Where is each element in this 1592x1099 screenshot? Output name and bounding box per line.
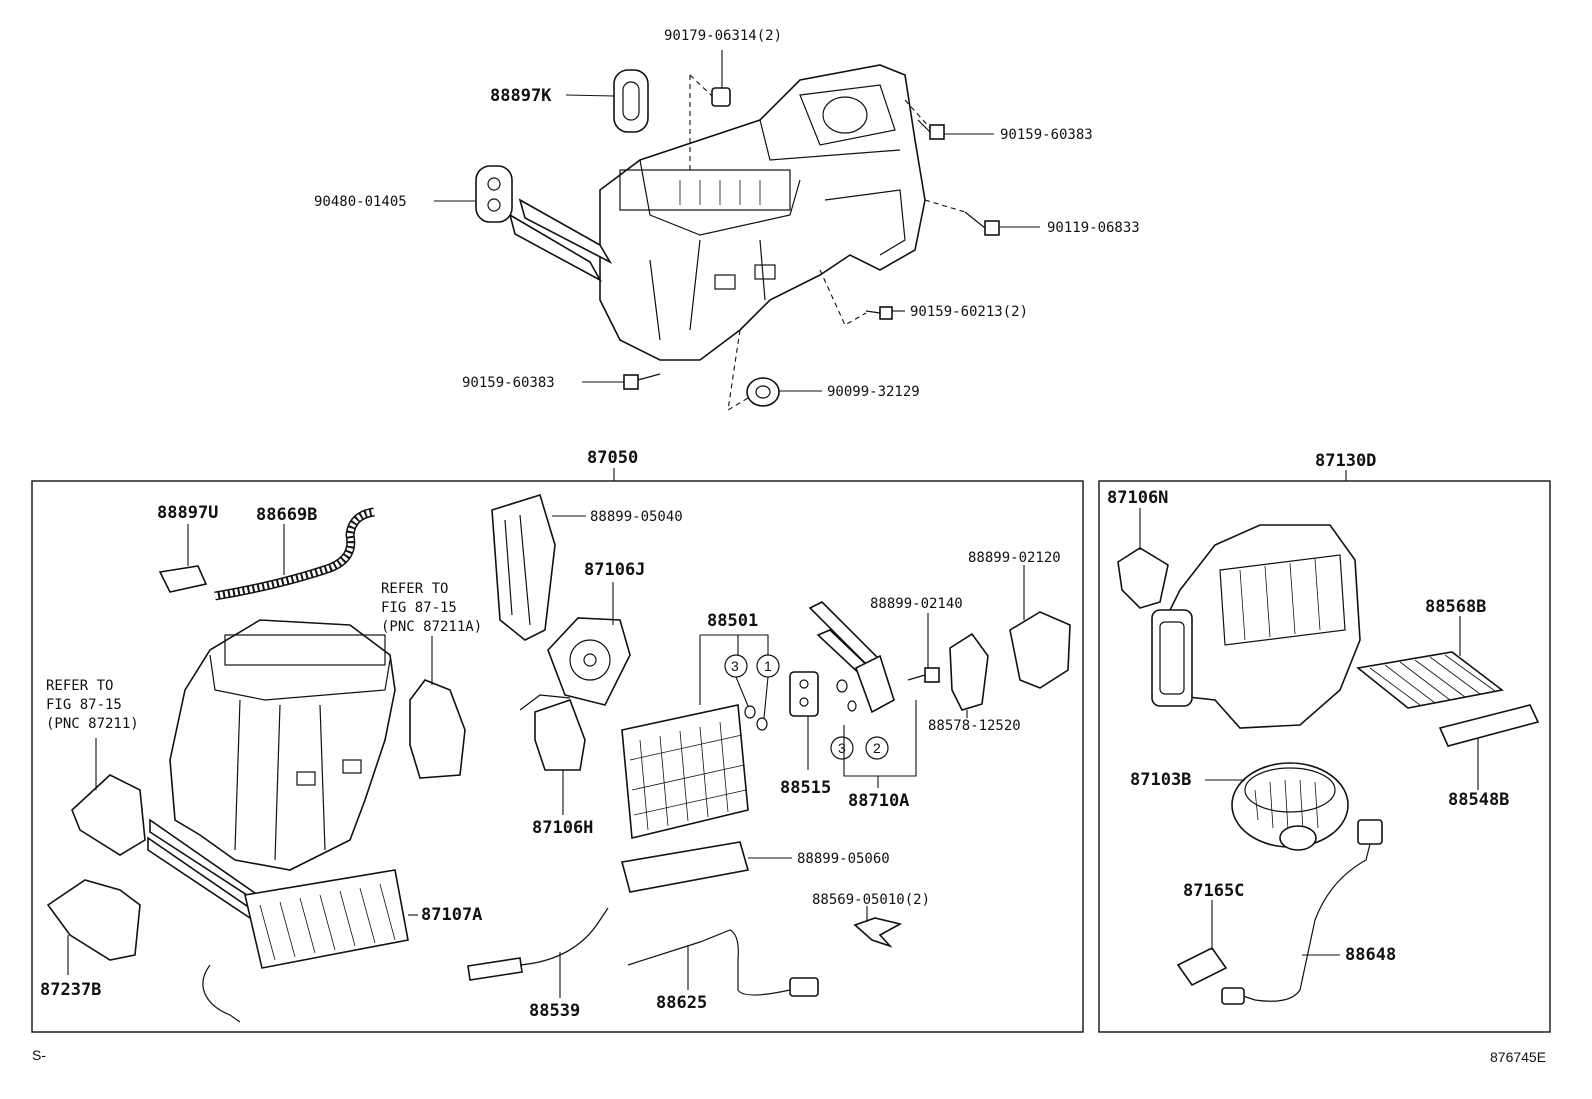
circled-ref-group-88501 [724,654,780,731]
callout-88669B: 88669B [256,505,317,525]
callout-88539: 88539 [529,1001,580,1021]
bolt-90119-06833 [924,199,1040,236]
blower-unit-87130D [1151,524,1361,729]
callout-88515: 88515 [780,778,831,798]
callout-87106H: 87106H [532,818,593,838]
refer-note-87211A-line1: REFER TO [381,581,448,597]
nut-90179-06314 [689,50,731,170]
footer-left-code: S- [32,1047,46,1063]
tube-88710A [808,601,917,788]
refer-note-87211: REFER TO FIG 87-15 (PNC 87211) [46,678,139,732]
callout-87106J: 87106J [584,560,645,580]
callout-90159-60213: 90159-60213(2) [910,304,1028,320]
callout-90099-32129: 90099-32129 [827,384,920,400]
grommet-88897K [613,69,649,133]
circled-ref-group-88710A [830,679,889,760]
callout-88899-02140: 88899-02140 [870,596,963,612]
plug-90099-32129 [727,329,822,412]
circled-ref-3-b: 3 [838,740,846,756]
callout-87103B: 87103B [1130,770,1191,790]
refer-note-87211-line1: REFER TO [46,678,113,694]
group-label-87050: 87050 [587,448,638,468]
callout-88899-02120: 88899-02120 [968,550,1061,566]
callout-88897U: 88897U [157,503,218,523]
duct-87211 [71,738,146,856]
expansion-valve-88515 [789,671,819,770]
callout-87165C: 87165C [1183,881,1244,901]
callout-88501: 88501 [707,611,758,631]
refer-note-87211A: REFER TO FIG 87-15 (PNC 87211A) [381,581,482,635]
callout-90480-01405: 90480-01405 [314,194,407,210]
resistor-87165C [1176,900,1228,987]
circled-ref-3-a: 3 [731,658,739,674]
callout-88569-05010: 88569-05010(2) [812,892,930,908]
actuator-87106N [1117,508,1169,609]
callout-88899-05040: 88899-05040 [590,509,683,525]
callout-90159-60383-top: 90159-60383 [1000,127,1093,143]
group-label-87130D: 87130D [1315,451,1376,471]
clip-88569-05010 [853,906,903,948]
harness-88625 [627,929,819,997]
bolt-90159-60213 [819,269,905,326]
callout-88568B: 88568B [1425,597,1486,617]
bolt-90159-60383-bottom [582,373,661,390]
callout-88625: 88625 [656,993,707,1013]
bolt-90159-60383-top [904,99,994,140]
callout-90159-60383-bottom: 90159-60383 [462,375,555,391]
blower-motor-87103B [1205,762,1349,851]
bracket-88899-02120 [1009,565,1071,689]
sensor-88897U [158,524,208,593]
callout-88899-05060: 88899-05060 [797,851,890,867]
top-heater-assembly [508,64,926,361]
heater-core-87107A [202,869,418,1023]
callout-88897K: 88897K [490,86,552,106]
sensor-88539 [467,907,609,998]
duct-87237B [46,879,141,975]
cover-88899-05060 [621,841,792,893]
harness-88648 [1221,819,1383,1005]
circled-ref-1: 1 [764,658,772,674]
callout-88578-12520: 88578-12520 [928,718,1021,734]
cover-88548B [1438,704,1540,790]
bolt-88899-02140 [907,613,940,683]
refer-note-87211-line3: (PNC 87211) [46,716,139,732]
actuator-87106J [547,582,631,706]
hose-88669B [214,507,375,601]
duct-87211A [409,636,466,779]
callout-87237B: 87237B [40,980,101,1000]
heater-case-87107 [147,619,396,928]
group-87050: 87050 [31,448,1084,1033]
callout-90179-06314: 90179-06314(2) [664,28,782,44]
callout-88710A: 88710A [848,791,909,811]
bracket-88899-05040 [491,493,586,641]
refer-note-87211A-line3: (PNC 87211A) [381,619,482,635]
refer-note-87211-line2: FIG 87-15 [46,697,122,713]
filter-88568B [1356,616,1504,709]
callout-88648: 88648 [1345,945,1396,965]
circled-ref-2: 2 [873,740,881,756]
callout-90119-06833: 90119-06833 [1047,220,1140,236]
callout-87106N: 87106N [1107,488,1168,508]
grommet-90480-01405 [475,165,513,223]
group-87130D: 87130D [1098,451,1551,1033]
actuator-87106H [519,694,586,815]
evaporator-88501 [621,634,769,839]
figure-id: 876745E [1490,1049,1546,1065]
cap-88578-12520 [949,632,989,718]
callout-88548B: 88548B [1448,790,1509,810]
callout-87107A: 87107A [421,905,482,925]
refer-note-87211A-line2: FIG 87-15 [381,600,457,616]
